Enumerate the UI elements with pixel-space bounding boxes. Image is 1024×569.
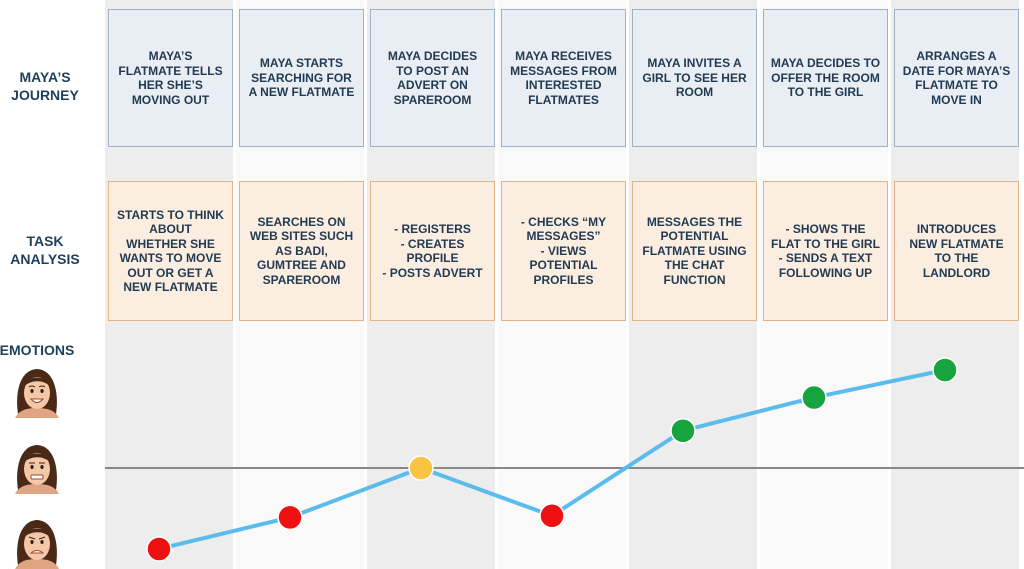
task-card-text: - SHOWS THE FLAT TO THE GIRL - SENDS A T…	[771, 222, 880, 280]
emotion-point	[277, 504, 303, 531]
task-card: MESSAGES THE POTENTIAL FLATMATE USING TH…	[632, 181, 757, 321]
emotion-point	[539, 503, 565, 529]
journey-card-text: MAYA STARTS SEARCHING FOR A NEW FLATMATE	[248, 56, 355, 100]
emotion-point	[670, 417, 696, 444]
task-card-text: INTRODUCES NEW FLATMATE TO THE LANDLORD	[909, 222, 1004, 280]
task-card: INTRODUCES NEW FLATMATE TO THE LANDLORD	[894, 181, 1019, 321]
emotion-point	[801, 384, 827, 411]
task-card: SEARCHES ON WEB SITES SUCH AS BADI, GUMT…	[239, 181, 364, 321]
neutral-face-icon	[15, 445, 59, 494]
journey-card-text: MAYA DECIDES TO POST AN ADVERT ON SPARER…	[387, 49, 478, 107]
task-card-text: - CHECKS “MY MESSAGES” - VIEWS POTENTIAL…	[520, 214, 607, 287]
emotion-point	[932, 357, 958, 383]
happy-face-icon	[15, 369, 59, 418]
journey-card-text: MAYA RECEIVES MESSAGES FROM INTERESTED F…	[510, 49, 617, 107]
journey-card: ARRANGES A DATE FOR MAYA’S FLATMATE TO M…	[894, 9, 1019, 147]
journey-row-label: MAYA’S JOURNEY	[11, 69, 79, 103]
task-card-text: MESSAGES THE POTENTIAL FLATMATE USING TH…	[642, 214, 747, 287]
journey-card-text: MAYA’S FLATMATE TELLS HER SHE’S MOVING O…	[118, 49, 223, 107]
task-row-label: TASK ANALYSIS	[10, 233, 80, 267]
journey-card: MAYA RECEIVES MESSAGES FROM INTERESTED F…	[501, 9, 626, 147]
task-card: STARTS TO THINK ABOUT WHETHER SHE WANTS …	[108, 181, 233, 321]
journey-card: MAYA STARTS SEARCHING FOR A NEW FLATMATE	[239, 9, 364, 147]
task-card-text: SEARCHES ON WEB SITES SUCH AS BADI, GUMT…	[249, 214, 354, 287]
emotion-point	[146, 536, 172, 562]
journey-card-text: ARRANGES A DATE FOR MAYA’S FLATMATE TO M…	[902, 49, 1011, 107]
task-card: - REGISTERS - CREATES PROFILE - POSTS AD…	[370, 181, 495, 321]
task-card-text: STARTS TO THINK ABOUT WHETHER SHE WANTS …	[117, 207, 224, 295]
journey-card: MAYA’S FLATMATE TELLS HER SHE’S MOVING O…	[108, 9, 233, 147]
journey-card: MAYA INVITES A GIRL TO SEE HER ROOM	[632, 9, 757, 147]
emotion-point	[408, 455, 434, 481]
journey-card-text: MAYA INVITES A GIRL TO SEE HER ROOM	[642, 56, 747, 100]
journey-card-text: MAYA DECIDES TO OFFER THE ROOM TO THE GI…	[770, 56, 881, 100]
task-card: - CHECKS “MY MESSAGES” - VIEWS POTENTIAL…	[501, 181, 626, 321]
task-card: - SHOWS THE FLAT TO THE GIRL - SENDS A T…	[763, 181, 888, 321]
journey-card: MAYA DECIDES TO POST AN ADVERT ON SPARER…	[370, 9, 495, 147]
task-card-text: - REGISTERS - CREATES PROFILE - POSTS AD…	[382, 222, 483, 280]
sad-face-icon	[15, 520, 59, 569]
journey-card: MAYA DECIDES TO OFFER THE ROOM TO THE GI…	[763, 9, 888, 147]
emotions-row-label: EMOTIONS	[0, 342, 75, 358]
